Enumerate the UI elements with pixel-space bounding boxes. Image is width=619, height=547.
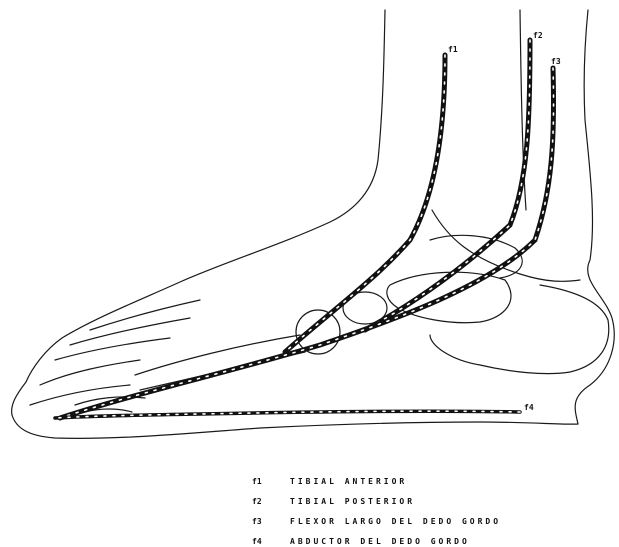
legend-row-f3: f3 FLEXOR LARGO DEL DEDO GORDO: [252, 511, 501, 531]
legend-label: ABDUCTOR DEL DEDO GORDO: [290, 537, 470, 546]
legend-row-f4: f4 ABDUCTOR DEL DEDO GORDO: [252, 531, 501, 547]
legend-code: f3: [252, 517, 290, 526]
legend: f1 TIBIAL ANTERIOR f2 TIBIAL POSTERIOR f…: [252, 471, 501, 547]
tag-f4: f4: [524, 403, 534, 412]
legend-label: TIBIAL ANTERIOR: [290, 477, 407, 486]
legend-row-f2: f2 TIBIAL POSTERIOR: [252, 491, 501, 511]
legend-code: f1: [252, 477, 290, 486]
legend-label: TIBIAL POSTERIOR: [290, 497, 415, 506]
foot-outline: [12, 10, 615, 438]
legend-row-f1: f1 TIBIAL ANTERIOR: [252, 471, 501, 491]
legend-label: FLEXOR LARGO DEL DEDO GORDO: [290, 517, 501, 526]
tag-f1: f1: [448, 45, 458, 54]
tendon-f2: [365, 40, 530, 330]
legend-code: f4: [252, 537, 290, 546]
legend-code: f2: [252, 497, 290, 506]
tag-f3: f3: [551, 57, 561, 66]
tendon-f4: [55, 411, 520, 418]
tag-f2: f2: [533, 31, 543, 40]
